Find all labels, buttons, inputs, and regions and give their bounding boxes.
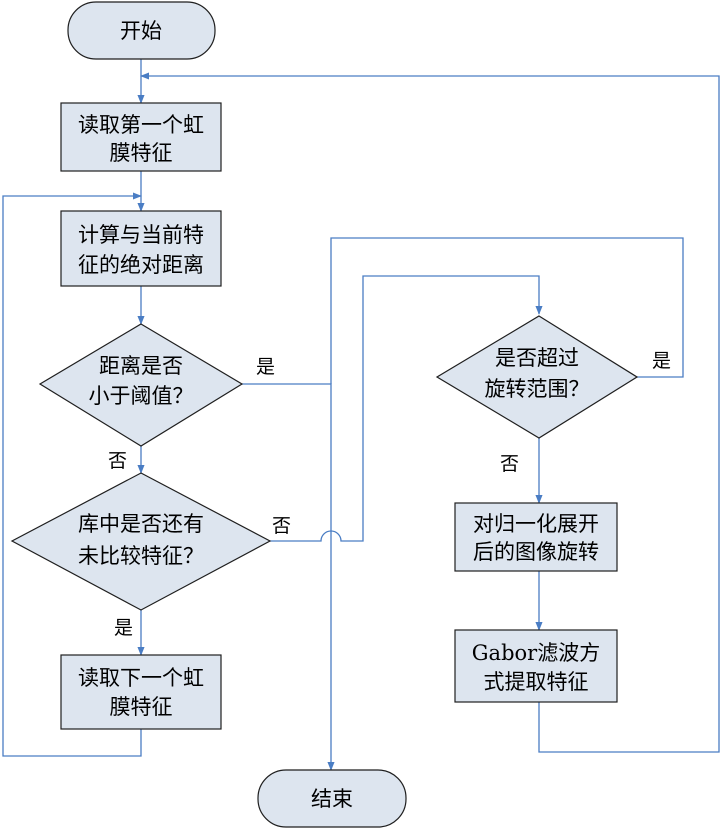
read-first-line2: 膜特征: [110, 141, 173, 165]
rotate-node: 对归一化展开 后的图像旋转: [454, 502, 618, 572]
edges: [2, 59, 720, 771]
edge-dist-yes: [242, 383, 335, 771]
edge-label-more-no: 否: [272, 515, 291, 537]
rotate-line2: 后的图像旋转: [473, 540, 599, 564]
start-label: 开始: [120, 19, 162, 43]
edge-label-dist-no: 否: [108, 450, 127, 472]
edge-label-range-yes: 是: [652, 350, 671, 372]
edge-more-no: [270, 275, 543, 542]
compute-line1: 计算与当前特: [78, 223, 204, 247]
gabor-node: Gabor滤波方 式提取特征: [454, 629, 618, 703]
edge-label-dist-yes: 是: [256, 356, 275, 378]
read-next-node: 读取下一个虹 膜特征: [60, 654, 222, 730]
edge-gabor-loop: [140, 72, 720, 753]
edge-read-next-loop: [2, 192, 142, 757]
read-next-line1: 读取下一个虹: [78, 666, 204, 690]
range-check-line2: 旋转范围？: [485, 377, 590, 401]
end-node: 结束: [257, 769, 407, 828]
more-check-node: 库中是否还有 未比较特征？: [10, 472, 272, 611]
gabor-line2: 式提取特征: [484, 670, 589, 694]
more-check-line2: 未比较特征？: [78, 544, 204, 568]
compute-line2: 征的绝对距离: [78, 253, 204, 277]
start-node: 开始: [67, 1, 216, 60]
dist-check-node: 距离是否 小于阈值？: [38, 323, 244, 447]
dist-check-line1: 距离是否: [99, 354, 183, 378]
edge-label-more-yes: 是: [114, 617, 133, 639]
read-first-line1: 读取第一个虹: [78, 113, 204, 137]
read-next-line2: 膜特征: [110, 695, 173, 719]
range-check-line1: 是否超过: [495, 346, 579, 370]
dist-check-line2: 小于阈值？: [89, 384, 194, 408]
rotate-line1: 对归一化展开: [473, 512, 599, 536]
end-label: 结束: [311, 787, 353, 811]
range-check-node: 是否超过 旋转范围？: [435, 315, 639, 439]
edge-label-range-no: 否: [500, 453, 519, 475]
more-check-line1: 库中是否还有: [78, 512, 204, 536]
compute-node: 计算与当前特 征的绝对距离: [60, 210, 222, 287]
edge-range-yes: [330, 237, 684, 384]
gabor-line1: Gabor滤波方: [472, 641, 600, 665]
read-first-node: 读取第一个虹 膜特征: [60, 102, 222, 172]
